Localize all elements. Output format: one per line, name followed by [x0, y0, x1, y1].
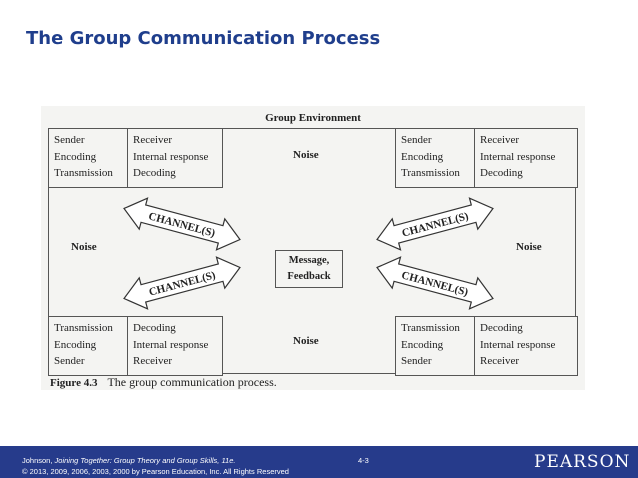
party-bottom-right: Transmission Encoding Sender Decoding In… [395, 316, 578, 376]
channel-arrow-bottom-right: CHANNEL(S) [372, 251, 498, 315]
channel-arrow-top-right: CHANNEL(S) [372, 192, 498, 256]
feedback-label: Feedback [287, 271, 331, 282]
role-label: Encoding [401, 150, 444, 163]
role-label: Internal response [133, 338, 209, 351]
page-number: 4-3 [358, 456, 369, 465]
noise-label-bottom: Noise [293, 335, 319, 347]
role-label: Sender [401, 134, 432, 146]
role-label: Receiver [480, 355, 520, 367]
copyright-text: © 2013, 2009, 2006, 2003, 2000 by Pearso… [22, 467, 289, 476]
figure-number: Figure 4.3 [50, 377, 98, 389]
party-bottom-left: Transmission Encoding Sender Decoding In… [48, 316, 223, 376]
role-label: Transmission [54, 167, 113, 179]
role-label: Encoding [54, 338, 97, 351]
footer-bar: Johnson, Joining Together: Group Theory … [0, 446, 638, 478]
role-label: Receiver [480, 134, 520, 146]
citation: Johnson, Joining Together: Group Theory … [22, 456, 235, 465]
group-environment-frame: CHANNEL(S) CHANNEL(S) CHANNEL(S) CHANNEL… [48, 128, 578, 376]
role-label: Decoding [133, 322, 176, 334]
role-label: Sender [54, 134, 85, 146]
figure-caption-text: The group communication process. [107, 375, 277, 389]
role-label: Sender [54, 355, 85, 367]
environment-label: Group Environment [265, 112, 361, 124]
citation-author: Johnson, [22, 456, 53, 465]
role-label: Sender [401, 355, 432, 367]
role-label: Transmission [401, 167, 460, 179]
role-label: Internal response [480, 150, 556, 163]
role-label: Encoding [54, 150, 97, 163]
citation-title: Joining Together: Group Theory and Group… [54, 456, 236, 465]
noise-label-right: Noise [516, 241, 542, 253]
noise-label-left: Noise [71, 241, 97, 253]
party-top-left: Sender Encoding Transmission Receiver In… [48, 128, 223, 188]
party-top-right: Sender Encoding Transmission Receiver In… [395, 128, 578, 188]
role-label: Internal response [480, 338, 556, 351]
channel-arrow-top-left: CHANNEL(S) [119, 192, 245, 256]
channel-arrow-bottom-left: CHANNEL(S) [119, 251, 245, 315]
role-label: Receiver [133, 134, 173, 146]
channel-arrows: CHANNEL(S) CHANNEL(S) CHANNEL(S) CHANNEL… [119, 192, 498, 315]
message-label: Message, [288, 255, 330, 266]
role-label: Decoding [480, 322, 523, 334]
role-label: Receiver [133, 355, 173, 367]
role-label: Decoding [133, 167, 176, 179]
message-feedback-box: Message, Feedback [275, 250, 343, 288]
role-label: Transmission [54, 322, 113, 334]
role-label: Transmission [401, 322, 460, 334]
role-label: Internal response [133, 150, 209, 163]
noise-label-top: Noise [293, 149, 319, 161]
slide-title: The Group Communication Process [26, 28, 381, 49]
communication-diagram: Group Environment CHANNEL(S) CHANNEL(S) … [41, 106, 585, 390]
role-label: Decoding [480, 167, 523, 179]
pearson-logo: PEARSON [534, 452, 631, 472]
figure-caption: Figure 4.3 The group communication proces… [50, 375, 277, 390]
role-label: Encoding [401, 338, 444, 351]
